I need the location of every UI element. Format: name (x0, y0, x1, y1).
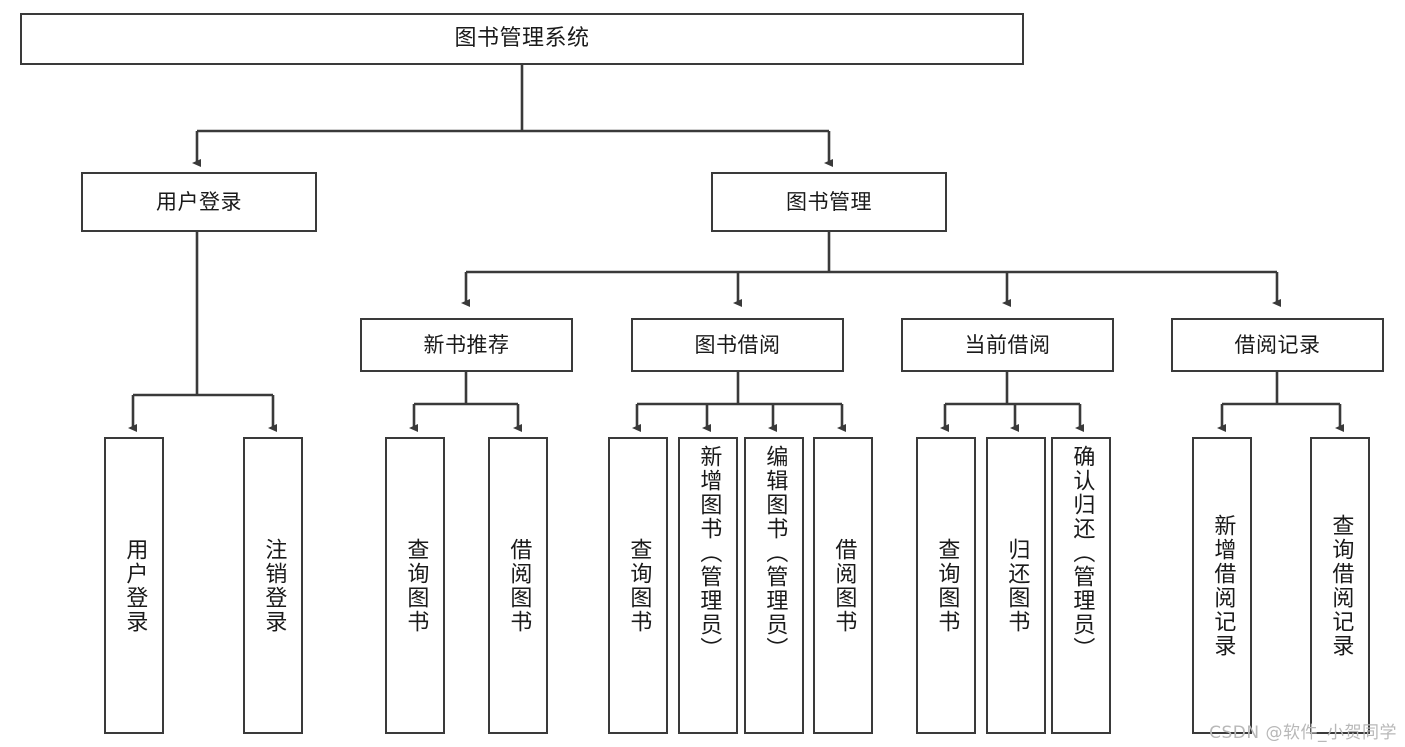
node-leaf-query-book-3-label: 查询图书 (934, 537, 960, 634)
node-root-system-label: 图书管理系统 (454, 26, 590, 52)
node-book-borrow[interactable]: 图书借阅 (631, 318, 844, 372)
node-leaf-confirm-return[interactable]: 确认归还（管理员） (1051, 437, 1111, 734)
node-leaf-query-book-1-label: 查询图书 (403, 537, 429, 634)
node-borrow-record-label: 借阅记录 (1234, 332, 1321, 357)
node-new-book-recommend[interactable]: 新书推荐 (360, 318, 573, 372)
node-current-borrow[interactable]: 当前借阅 (901, 318, 1114, 372)
node-leaf-query-book-2-label: 查询图书 (626, 537, 652, 634)
node-leaf-add-book[interactable]: 新增图书（管理员） (678, 437, 738, 734)
node-leaf-return-book[interactable]: 归还图书 (986, 437, 1046, 734)
node-book-borrow-label: 图书借阅 (694, 332, 781, 357)
node-leaf-query-book-1[interactable]: 查询图书 (385, 437, 445, 734)
node-leaf-borrow-book-1[interactable]: 借阅图书 (488, 437, 548, 734)
watermark-text: CSDN @软件_小贺同学 (1209, 723, 1397, 743)
node-leaf-logout-login-label: 注销登录 (261, 537, 287, 634)
node-root-system[interactable]: 图书管理系统 (20, 13, 1024, 65)
node-leaf-logout-login[interactable]: 注销登录 (243, 437, 303, 734)
node-leaf-return-book-label: 归还图书 (1004, 537, 1030, 634)
node-user-login[interactable]: 用户登录 (81, 172, 317, 232)
node-leaf-query-record-label: 查询借阅记录 (1328, 513, 1354, 658)
node-leaf-edit-book-label: 编辑图书（管理员） (762, 445, 788, 661)
node-leaf-borrow-book-2-label: 借阅图书 (831, 537, 857, 634)
node-leaf-user-login-label: 用户登录 (122, 537, 148, 634)
node-leaf-user-login[interactable]: 用户登录 (104, 437, 164, 734)
node-leaf-borrow-book-1-label: 借阅图书 (506, 537, 532, 634)
node-current-borrow-label: 当前借阅 (964, 332, 1051, 357)
node-leaf-confirm-return-label: 确认归还（管理员） (1069, 445, 1095, 661)
node-book-management[interactable]: 图书管理 (711, 172, 947, 232)
node-leaf-query-record[interactable]: 查询借阅记录 (1310, 437, 1370, 734)
node-borrow-record[interactable]: 借阅记录 (1171, 318, 1384, 372)
node-leaf-edit-book[interactable]: 编辑图书（管理员） (744, 437, 804, 734)
node-user-login-label: 用户登录 (156, 189, 242, 214)
node-leaf-add-record[interactable]: 新增借阅记录 (1192, 437, 1252, 734)
node-leaf-add-record-label: 新增借阅记录 (1210, 513, 1236, 658)
node-leaf-borrow-book-2[interactable]: 借阅图书 (813, 437, 873, 734)
node-book-management-label: 图书管理 (786, 189, 872, 214)
node-leaf-query-book-2[interactable]: 查询图书 (608, 437, 668, 734)
node-leaf-add-book-label: 新增图书（管理员） (696, 445, 722, 661)
node-new-book-recommend-label: 新书推荐 (423, 332, 510, 357)
node-leaf-query-book-3[interactable]: 查询图书 (916, 437, 976, 734)
